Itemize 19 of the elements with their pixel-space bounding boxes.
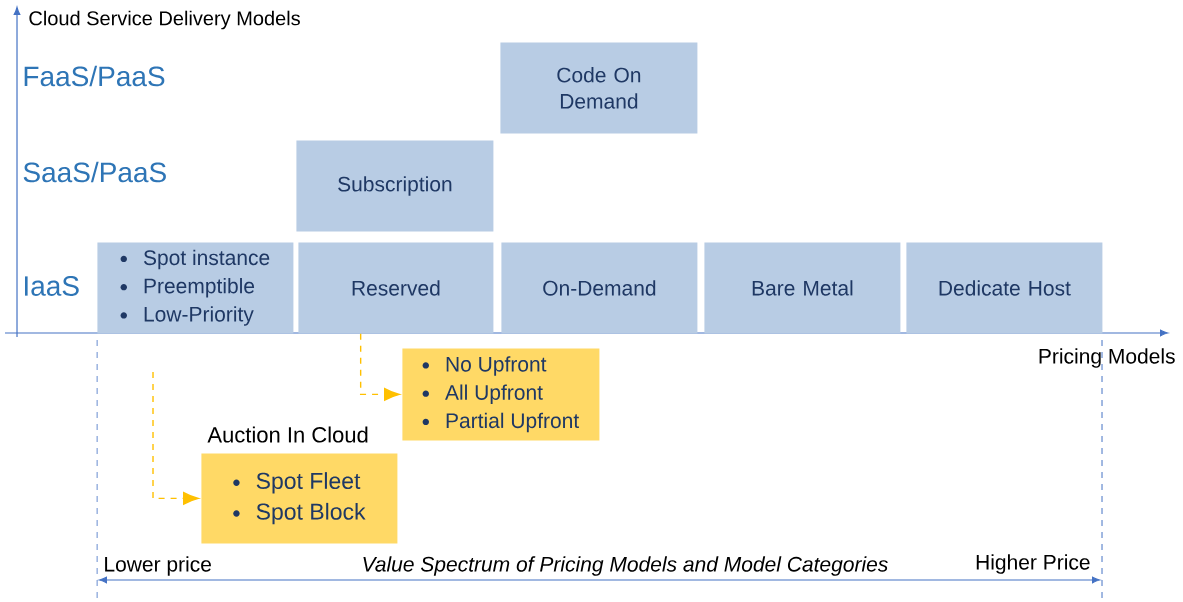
model-box: Spot instance Preemptible Low-Priority: [97, 242, 294, 334]
axis-label: Value Spectrum of Pricing Models and Model Categories: [363, 556, 888, 576]
model-box: On-Demand: [501, 242, 698, 334]
axis-label: Pricing Models: [1039, 348, 1175, 368]
model-box: Bare Metal: [704, 242, 901, 334]
model-box: Dedicate Host: [906, 242, 1103, 334]
axis-label: SaaS/PaaS: [23, 161, 166, 183]
model-box: Subscription: [296, 140, 494, 232]
axis-label: Cloud Service Delivery Models: [29, 10, 300, 30]
option-box: Spot Fleet Spot Block: [201, 453, 398, 544]
axis-label: Lower price: [105, 556, 211, 576]
model-box: Code On Demand: [500, 42, 698, 134]
arrow: [359, 333, 400, 401]
option-box: No Upfront All Upfront Partial Upfront: [402, 348, 600, 441]
heading: Auction In Cloud: [207, 426, 368, 443]
axis-label: Higher Price: [976, 554, 1090, 574]
axis-label: FaaS/PaaS: [24, 65, 165, 87]
model-box: Reserved: [298, 242, 494, 334]
arrow: [152, 371, 199, 505]
